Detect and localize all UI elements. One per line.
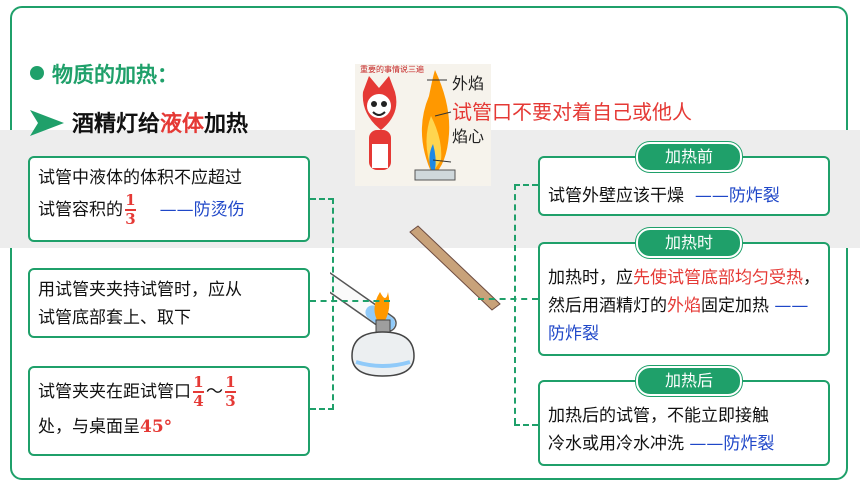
label-outer-flame: 外焰 bbox=[452, 74, 485, 93]
connector-line bbox=[478, 298, 538, 300]
cartoon-flame-illustration bbox=[355, 64, 491, 186]
connector-line bbox=[514, 424, 538, 426]
note-text: 试管底部套上、取下 bbox=[38, 308, 191, 328]
arrow-marker-icon bbox=[30, 110, 64, 136]
section-title: 物质的加热： bbox=[52, 63, 178, 87]
note-text: 冷水或用冷水冲洗 ——防炸裂 bbox=[548, 434, 775, 454]
note-text: 试管中液体的体积不应超过 bbox=[38, 168, 242, 188]
note-text: 加热后的试管，不能立即接触 bbox=[548, 406, 769, 426]
label-core-flame: 焰心 bbox=[452, 127, 485, 146]
test-tube-heating-apparatus bbox=[330, 225, 501, 377]
cartoon-caption: 重要的事情说三遍 bbox=[360, 65, 424, 74]
alcohol-lamp-icon bbox=[351, 331, 415, 377]
tag-before-heating: 加热前 bbox=[636, 142, 742, 172]
note-text: 处，与桌面呈45° bbox=[38, 417, 173, 437]
connector-line bbox=[310, 198, 334, 200]
cartoon-fox-flame-icon bbox=[362, 70, 456, 181]
tag-during-heating: 加热时 bbox=[636, 228, 742, 258]
connector-line bbox=[514, 184, 538, 186]
note-clamp-usage: 用试管夹夹持试管时，应从 试管底部套上、取下 bbox=[28, 268, 310, 338]
connector-line bbox=[514, 184, 516, 424]
test-tube-holder-icon bbox=[409, 225, 501, 311]
connector-line bbox=[310, 300, 390, 302]
warning-text: 试管口不要对着自己或他人 bbox=[452, 100, 692, 124]
alcohol-flame-icon bbox=[374, 292, 390, 322]
note-text: 用试管夹夹持试管时，应从 bbox=[38, 280, 242, 300]
connector-line bbox=[310, 408, 334, 410]
note-during-heating: 加热时，应先使试管底部均匀受热，然后用酒精灯的外焰固定加热 ——防炸裂 bbox=[538, 242, 830, 356]
bullet-dot-icon bbox=[30, 66, 44, 80]
connector-line bbox=[332, 198, 334, 410]
subtitle: 酒精灯给液体加热 bbox=[72, 112, 249, 137]
tag-after-heating: 加热后 bbox=[636, 366, 742, 396]
